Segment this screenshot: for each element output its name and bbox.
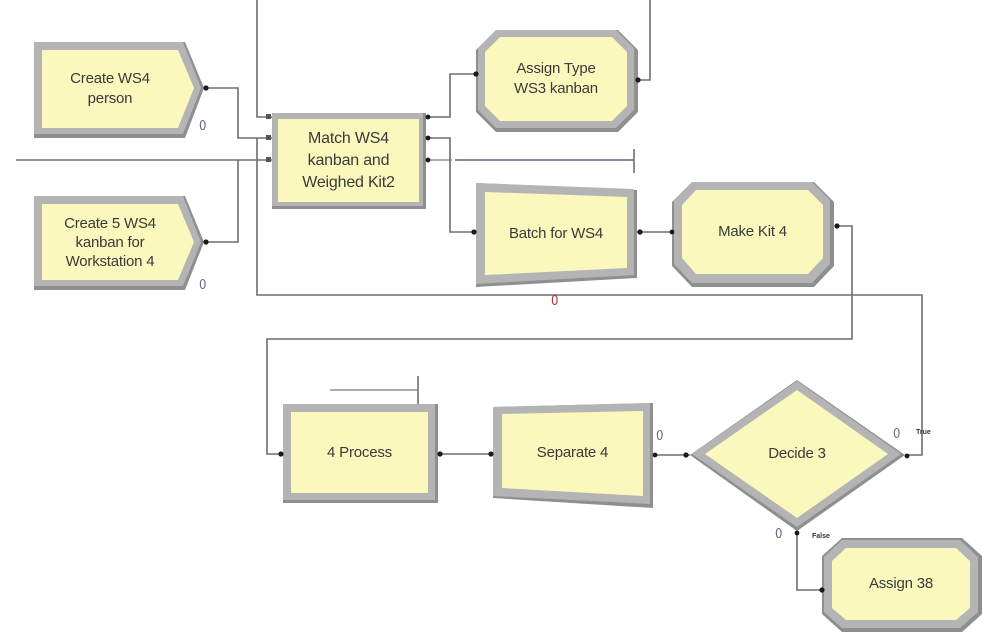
label-assign-type: Assign Type WS3 kanban — [514, 60, 598, 97]
module-create-kanban[interactable] — [34, 196, 204, 290]
port-match-in-2[interactable] — [266, 135, 271, 140]
label-assign38: Assign 38 — [868, 575, 934, 592]
connector-make-kit-to-process[interactable] — [266, 225, 853, 455]
connector-decide-true-loop[interactable] — [256, 138, 923, 456]
connector-match-to-batch[interactable] — [425, 137, 476, 233]
port-match-out-3[interactable] — [425, 157, 431, 163]
port-match-out-1[interactable] — [425, 114, 431, 120]
counter-loop: 0 — [551, 294, 558, 309]
connector-create-kanban-to-match[interactable] — [206, 160, 239, 243]
port-batch-out[interactable] — [637, 229, 643, 235]
label-process: 4 Process — [327, 443, 392, 461]
port-assign-type-in[interactable] — [473, 71, 479, 77]
label-make-kit: Make Kit 4 — [718, 223, 787, 240]
module-decide[interactable] — [690, 380, 905, 531]
connector-decide-false-to-assign38[interactable] — [796, 532, 822, 591]
port-separate-out[interactable] — [652, 452, 658, 458]
label-decide: Decide 3 — [768, 445, 826, 462]
decide-true-label: True — [916, 429, 931, 436]
port-match-out-2[interactable] — [425, 135, 431, 141]
module-separate[interactable] — [493, 403, 653, 508]
label-separate: Separate 4 — [536, 444, 609, 461]
module-batch[interactable] — [476, 183, 637, 287]
connector-match-to-assign-type[interactable] — [425, 73, 476, 118]
port-create-kanban-out[interactable] — [203, 239, 209, 245]
label-match: Match WS4 kanban and Weighed Kit2 — [302, 129, 395, 191]
counter-decide-false: 0 — [775, 527, 782, 542]
module-create-person[interactable] — [34, 42, 204, 138]
port-process-out[interactable] — [437, 451, 443, 457]
port-decide-false-out[interactable] — [794, 530, 800, 536]
port-decide-in[interactable] — [683, 452, 689, 458]
connector-assign-type-out[interactable] — [638, 0, 651, 81]
module-assign-type[interactable] — [476, 30, 638, 132]
port-separate-in[interactable] — [488, 451, 494, 457]
module-match[interactable] — [272, 113, 426, 209]
module-make-kit[interactable] — [672, 182, 834, 287]
port-process-in[interactable] — [278, 451, 284, 457]
port-make-kit-in[interactable] — [669, 229, 675, 235]
connector-create-person-to-match[interactable] — [206, 87, 272, 139]
label-batch: Batch for WS4 — [508, 225, 604, 242]
port-batch-in[interactable] — [471, 229, 477, 235]
connector-top-into-match[interactable] — [256, 0, 272, 118]
counter-create-kanban: 0 — [199, 278, 206, 293]
port-match-in-1[interactable] — [266, 114, 271, 119]
port-decide-true-out[interactable] — [904, 453, 910, 459]
label-create-kanban: Create 5 WS4 kanban for Workstation 4 — [64, 214, 156, 270]
port-create-person-out[interactable] — [203, 85, 209, 91]
module-process[interactable] — [283, 404, 438, 503]
counter-separate: 0 — [656, 429, 663, 444]
port-make-kit-out[interactable] — [834, 223, 840, 229]
port-assign-type-out[interactable] — [635, 77, 641, 83]
port-match-in-3[interactable] — [266, 157, 271, 162]
label-create-person: Create WS4 person — [70, 70, 150, 107]
counter-create-person: 0 — [199, 119, 206, 134]
module-assign38[interactable] — [822, 538, 982, 632]
port-assign38-in[interactable] — [819, 587, 825, 593]
counter-decide-true: 0 — [893, 427, 900, 442]
decide-false-label: False — [812, 533, 830, 540]
